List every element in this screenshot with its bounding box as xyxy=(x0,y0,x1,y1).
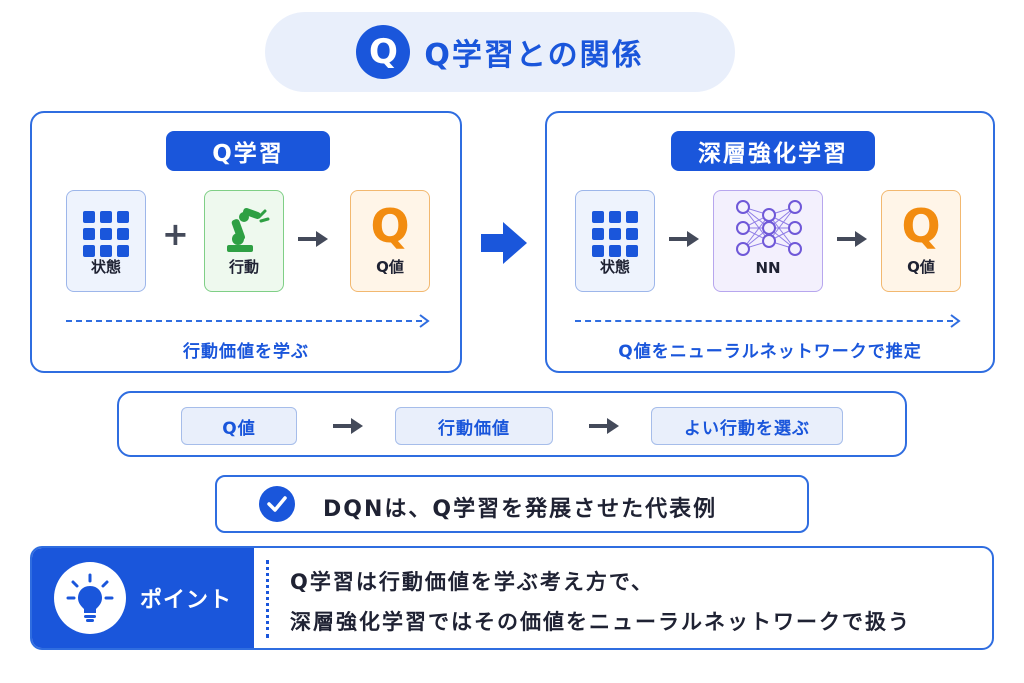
point-header: ポイント xyxy=(32,548,254,648)
dashed-arrow xyxy=(575,320,953,322)
deep-rl-caption: Q値をニューラルネットワークで推定 xyxy=(618,342,922,362)
page-title: Q学習との関係 xyxy=(424,38,644,73)
point-label: ポイント xyxy=(139,588,232,613)
arrow-right-icon xyxy=(298,231,328,247)
dashed-arrowhead-icon xyxy=(950,314,961,328)
q-value-tile-deep: Q Q値 xyxy=(881,190,961,292)
q-value-tile: Q Q値 xyxy=(350,190,430,292)
grid-icon xyxy=(83,211,129,257)
point-divider xyxy=(266,560,269,638)
robot-arm-icon xyxy=(227,207,270,252)
neural-network-icon xyxy=(736,200,802,256)
arrow-right-icon xyxy=(837,231,867,247)
big-arrow-icon xyxy=(481,222,527,264)
q-value-label: Q値 xyxy=(907,258,935,276)
state-tile: 状態 xyxy=(66,190,146,292)
flow-step-action-value: 行動価値 xyxy=(395,407,553,445)
arrow-right-icon xyxy=(333,418,363,434)
check-icon xyxy=(259,486,295,522)
arrow-right-icon xyxy=(669,231,699,247)
deep-rl-panel: 深層強化学習 状態 NN Q Q値 xyxy=(545,111,995,373)
dqn-text: DQNは、Q学習を発展させた代表例 xyxy=(323,497,718,522)
arrow-right-icon xyxy=(589,418,619,434)
nn-label: NN xyxy=(755,259,781,277)
state-label: 状態 xyxy=(599,258,630,276)
q-learning-panel: Q学習 状態 + 行動 Q Q値 行動価値を学ぶ xyxy=(30,111,462,373)
q-learning-caption: 行動価値を学ぶ xyxy=(183,342,309,362)
title-pill: Q Q学習との関係 xyxy=(265,12,735,92)
dqn-box: DQNは、Q学習を発展させた代表例 xyxy=(215,475,809,533)
title-badge: Q xyxy=(356,25,411,79)
point-line-2: 深層強化学習ではその価値をニューラルネットワークで扱う xyxy=(290,610,911,634)
q-learning-heading: Q学習 xyxy=(166,131,330,171)
flow-step-q-value: Q値 xyxy=(181,407,297,445)
q-letter-icon: Q xyxy=(370,199,410,253)
state-label: 状態 xyxy=(90,258,121,276)
q-letter-icon: Q xyxy=(901,199,941,253)
flow-row: Q値 行動価値 よい行動を選ぶ xyxy=(117,391,907,457)
plus-sign: + xyxy=(162,215,189,253)
point-line-1: Q学習は行動価値を学ぶ考え方で、 xyxy=(290,570,655,594)
flow-step-choose-action: よい行動を選ぶ xyxy=(651,407,843,445)
lightbulb-icon xyxy=(53,562,126,634)
deep-rl-heading: 深層強化学習 xyxy=(671,131,875,171)
nn-tile: NN xyxy=(713,190,823,292)
q-value-label: Q値 xyxy=(376,258,404,276)
grid-icon xyxy=(592,211,638,257)
action-label: 行動 xyxy=(228,258,259,276)
state-tile-deep: 状態 xyxy=(575,190,655,292)
dashed-arrowhead-icon xyxy=(419,314,430,328)
action-tile: 行動 xyxy=(204,190,284,292)
point-box: ポイント Q学習は行動価値を学ぶ考え方で、 深層強化学習ではその価値をニューラル… xyxy=(30,546,994,650)
dashed-arrow xyxy=(66,320,422,322)
